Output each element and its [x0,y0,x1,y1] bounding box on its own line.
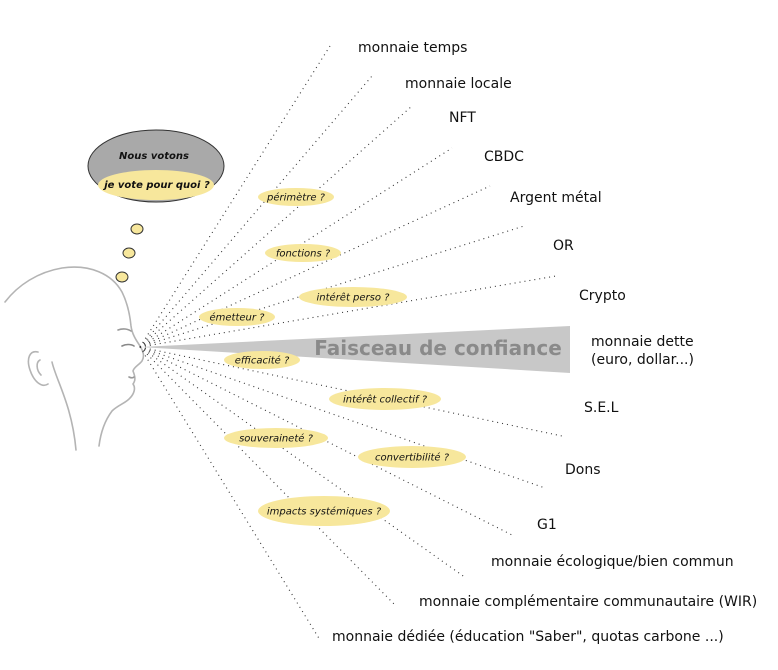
currency-label-8: monnaie dette [591,334,694,350]
question-highlight [358,446,466,468]
currency-label-4: CBDC [484,149,524,165]
head-outline [4,266,145,447]
question-2: fonctions ? [265,244,341,262]
currency-label-1: monnaie temps [358,40,467,56]
head-back [51,361,77,451]
question-text: souveraineté ? [239,433,313,445]
question-text: intérêt perso ? [317,292,391,304]
face-profile-illustration [4,266,145,451]
ear-inner [36,359,42,376]
thought-bubble: Nous votons je vote pour quoi ? [87,129,225,283]
question-1: périmètre ? [258,188,334,206]
ray-7 [139,275,557,348]
currency-label-5: Argent métal [510,190,602,206]
question-4: émetteur ? [199,308,275,326]
currency-label-7: Crypto [579,288,626,304]
question-highlight [299,287,407,307]
question-text: périmètre ? [266,192,326,204]
currency-label-3: NFT [449,110,476,126]
currency-label-13: monnaie complémentaire communautaire (WI… [419,594,757,610]
question-5: efficacité ? [224,351,300,369]
question-highlight [265,244,341,262]
currency-label-12: monnaie écologique/bien commun [491,554,734,570]
ear-outline [27,350,49,386]
question-highlight [224,428,328,448]
question-text: impacts systémiques ? [267,506,382,518]
question-highlight [199,308,275,326]
bubble-highlight [98,170,214,200]
question-3: intérêt perso ? [299,287,407,307]
question-8: convertibilité ? [358,446,466,468]
question-labels: périmètre ? fonctions ? intérêt perso ? éme… [199,188,466,526]
beam-label: Faisceau de confiance [314,336,562,360]
confidence-beam: Faisceau de confiance [140,326,570,373]
question-text: efficacité ? [235,355,290,367]
ray-10 [139,346,546,489]
question-highlight [258,188,334,206]
thought-dot-2 [122,247,136,259]
question-text: émetteur ? [210,312,266,324]
currency-label-9: S.E.L [584,400,619,416]
lips [128,376,135,379]
currency-label-6: OR [553,238,574,254]
ray-13 [139,346,397,607]
currency-label-8-line2: (euro, dollar...) [591,352,694,368]
question-highlight [258,496,390,526]
ray-5 [139,185,491,348]
question-highlight [329,388,441,410]
currency-label-2: monnaie locale [405,76,512,92]
question-7: souveraineté ? [224,428,328,448]
bubble-line-2: je vote pour quoi ? [102,180,210,191]
question-highlight [224,351,300,369]
currency-label-10: Dons [565,462,601,478]
eye [121,343,135,347]
question-text: convertibilité ? [375,452,450,464]
question-text: fonctions ? [276,249,331,260]
bubble-line-1: Nous votons [119,151,189,162]
thought-dot-3 [115,271,129,283]
question-text: intérêt collectif ? [343,394,428,406]
question-6: intérêt collectif ? [329,388,441,410]
ray-3 [139,105,413,348]
ray-14 [139,346,321,641]
ray-6 [139,225,525,348]
beam-shape [140,326,570,373]
question-9: impacts systémiques ? [258,496,390,526]
currency-label-11: G1 [537,517,557,533]
currency-label-14: monnaie dédiée (éducation "Saber", quota… [332,629,724,645]
eyebrow [117,328,132,332]
thought-dot-1 [130,223,144,235]
